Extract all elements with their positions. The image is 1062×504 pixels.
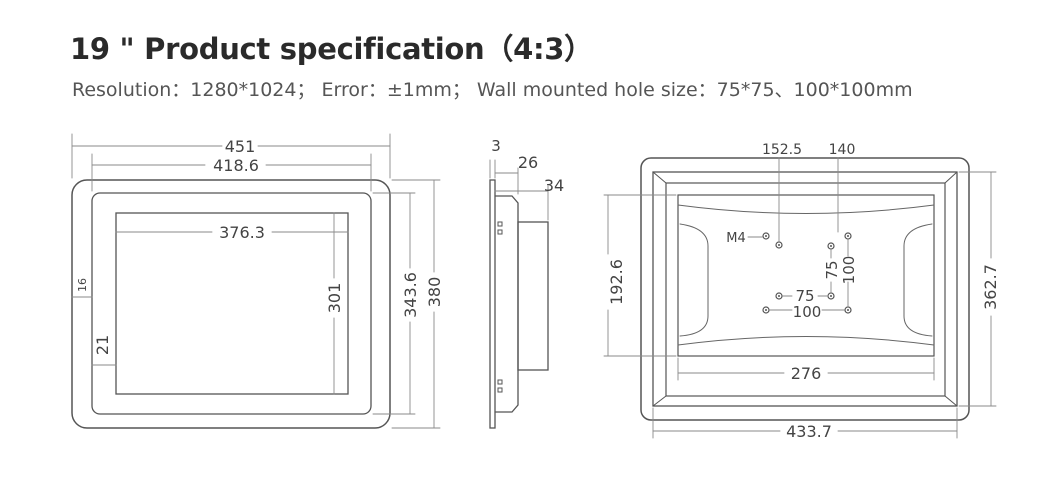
front-screen xyxy=(115,212,349,395)
back-inner-frame xyxy=(652,171,958,407)
dim-bezel-bottom: 21 xyxy=(93,335,112,355)
dim-width-outer: 433.7 xyxy=(786,422,832,441)
side-panel xyxy=(489,179,496,429)
dim-thickness-panel: 3 xyxy=(491,137,501,155)
dim-vesa-100-v: 100 xyxy=(840,256,858,285)
back-recess xyxy=(665,182,946,397)
dim-width-overall: 451 xyxy=(225,137,256,156)
dim-height-screen: 301 xyxy=(325,283,344,314)
dim-depth-body: 26 xyxy=(518,153,538,172)
page-title: 19 " Product specification（4:3） xyxy=(70,32,593,66)
back-view: 152.5 140 M4 75 100 75 100 192.6 362.7 2… xyxy=(603,142,1000,441)
front-inner-frame xyxy=(91,192,372,415)
dim-hole-x2: 140 xyxy=(829,142,856,158)
dim-width-screen: 376.3 xyxy=(219,223,265,242)
dim-vesa-75-v: 75 xyxy=(823,260,841,279)
dim-height-outer: 362.7 xyxy=(981,264,1000,310)
dim-vesa-100-h: 100 xyxy=(793,303,822,321)
dim-hole-x1: 152.5 xyxy=(762,142,802,158)
dim-depth-total: 34 xyxy=(544,176,564,195)
dim-height-overall: 380 xyxy=(425,277,444,308)
front-outer-frame xyxy=(71,179,391,429)
dim-width-inner: 276 xyxy=(791,364,822,383)
dim-height-frame: 343.6 xyxy=(401,272,420,318)
back-mount-plate xyxy=(677,194,935,357)
dim-height-inner: 192.6 xyxy=(607,259,626,305)
screw-label: M4 xyxy=(726,231,746,246)
front-view: 451 418.6 376.3 301 343.6 380 16 21 xyxy=(71,133,444,429)
back-outer-frame xyxy=(640,157,970,421)
side-view: 3 26 34 xyxy=(489,137,564,429)
dim-vesa-75-h: 75 xyxy=(795,287,814,305)
dim-bezel-side: 16 xyxy=(76,278,89,292)
spec-subtitle: Resolution：1280*1024； Error：±1mm； Wall m… xyxy=(72,79,913,101)
dim-width-frame: 418.6 xyxy=(213,156,259,175)
side-bracket xyxy=(517,221,549,371)
